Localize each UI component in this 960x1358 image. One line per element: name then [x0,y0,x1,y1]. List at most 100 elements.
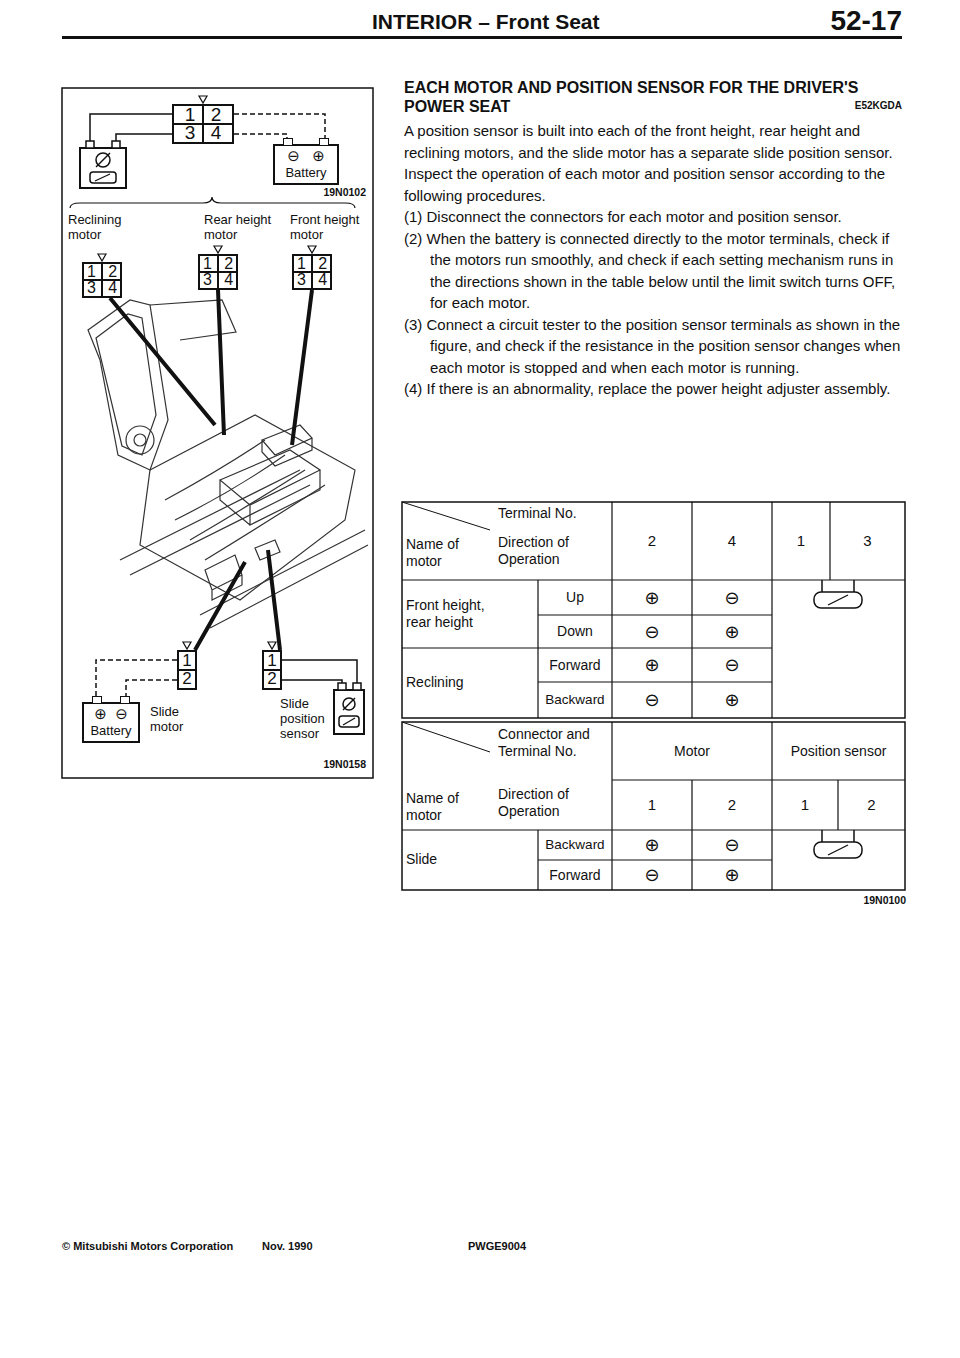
terminal-post [86,141,94,148]
terminal-number: 2 [692,780,772,830]
ohm-symbol [96,153,110,167]
table-cell: Slide [406,851,526,868]
table-header: Direction of Operation [498,786,608,820]
procedure-step: (4) If there is an abnormality, replace … [404,378,904,400]
terminal-post [283,138,293,146]
test-lead [126,680,177,702]
meter-needle [343,718,355,725]
polarity-sign: ⊖ [692,580,772,615]
ohmmeter-box [80,148,126,188]
terminal-number: 1 [612,780,692,830]
component-name: Battery [90,724,132,739]
figure-code: 19N0158 [296,758,366,771]
footer-text: Nov. 1990 [262,1240,313,1253]
seat-back-frame [88,300,168,470]
ohmmeter-symbol [828,595,848,605]
footer-text: © Mitsubishi Motors Corporation [62,1240,233,1253]
procedure-step: (3) Connect a circuit tester to the posi… [404,314,904,379]
page-title: INTERIOR – Front Seat [372,9,600,34]
recliner [134,434,146,446]
part-name: Reclining motor [68,212,148,242]
ohmmeter-symbol [814,592,862,608]
brace [70,197,355,208]
terminal-post [319,138,329,146]
leader-line [110,290,312,650]
connector-box: 1 2 3 4 [82,262,122,298]
polarity-sign: ⊖ [612,682,692,718]
header-rule [62,36,902,39]
battery-box: ⊕⊖Battery [82,702,140,743]
seat-back-frame [96,314,156,455]
terminal-number: 1 [772,502,830,580]
table-header: Position sensor [772,722,905,780]
meter-needle [95,174,110,181]
ohm-symbol [96,153,110,167]
body-text: A position sensor is built into each of … [404,120,904,400]
table-header: Name of motor [406,790,476,824]
pin-numbers: 1 2 3 4 [85,264,119,296]
ohmmeter-symbol [828,845,848,855]
polarity-sign: ⊕ [612,580,692,615]
section-heading: EACH MOTOR AND POSITION SENSOR FOR THE D… [404,78,904,116]
polarity-sign: ⊕ [90,706,111,723]
table-border [402,502,905,718]
terminal-number: 1 [772,780,838,830]
test-lead [234,134,287,144]
ohm-symbol [343,698,355,710]
table-cell: Backward [538,830,612,860]
tester-wire [282,660,357,683]
polarity-sign: ⊖ [111,706,132,723]
terminal-number: 4 [692,502,772,580]
ohmmeter-lead [822,580,854,592]
seat-rail [120,470,368,628]
part-name: Slide position sensor [280,696,330,741]
component-name: Battery [281,166,331,181]
table-header: Connector and Terminal No. [498,726,608,760]
table-cell: Forward [538,860,612,890]
test-lead [96,660,177,702]
meter-symbol [339,716,359,727]
paragraph: A position sensor is built into each of … [404,120,904,206]
terminal-post [92,696,102,704]
ohm-symbol [343,698,355,710]
page-number: 52-17 [812,4,902,38]
table-border [402,722,905,890]
table-cell: Reclining [406,674,526,691]
connector-box: 1 2 [262,650,282,690]
part-name: Front height motor [290,212,370,242]
procedure-step: (1) Disconnect the connectors for each m… [404,206,904,228]
table-header: Terminal No. [498,505,608,522]
table-header: Direction of Operation [498,534,608,568]
meter-symbol [90,172,116,183]
polarity-sign: ⊖ [612,860,692,890]
terminal-number: 2 [612,502,692,580]
polarity-sign: ⊕ [612,830,692,860]
pin-numbers: 1 2 3 4 [182,106,224,142]
seat-spring [165,440,325,560]
recliner [126,426,154,454]
table-cell: Front height, rear height [406,597,506,631]
pin-numbers: 1 2 3 4 [295,256,329,288]
part-name: Slide motor [150,704,198,734]
figure-frame [62,88,373,778]
terminal-post [112,141,120,148]
table-header: Motor [612,722,772,780]
figure-code: 19N0100 [836,894,906,907]
part-name: Rear height motor [204,212,284,242]
pin-numbers: 1 2 [266,652,278,688]
cushion-frame [140,415,355,600]
seat-back-bar [150,300,236,340]
polarity-sign: ⊕ [612,648,692,682]
terminal-post [353,683,361,690]
polarity-sign: ⊕ [306,148,331,165]
table-cell: Down [538,615,612,648]
table-cell: Backward [538,682,612,718]
figure-code: 19N0102 [296,186,366,199]
polarity-sign: ⊖ [281,148,306,165]
terminal-number: 3 [830,502,905,580]
connector-box: 1 2 3 4 [198,254,238,290]
terminal-number: 2 [838,780,905,830]
